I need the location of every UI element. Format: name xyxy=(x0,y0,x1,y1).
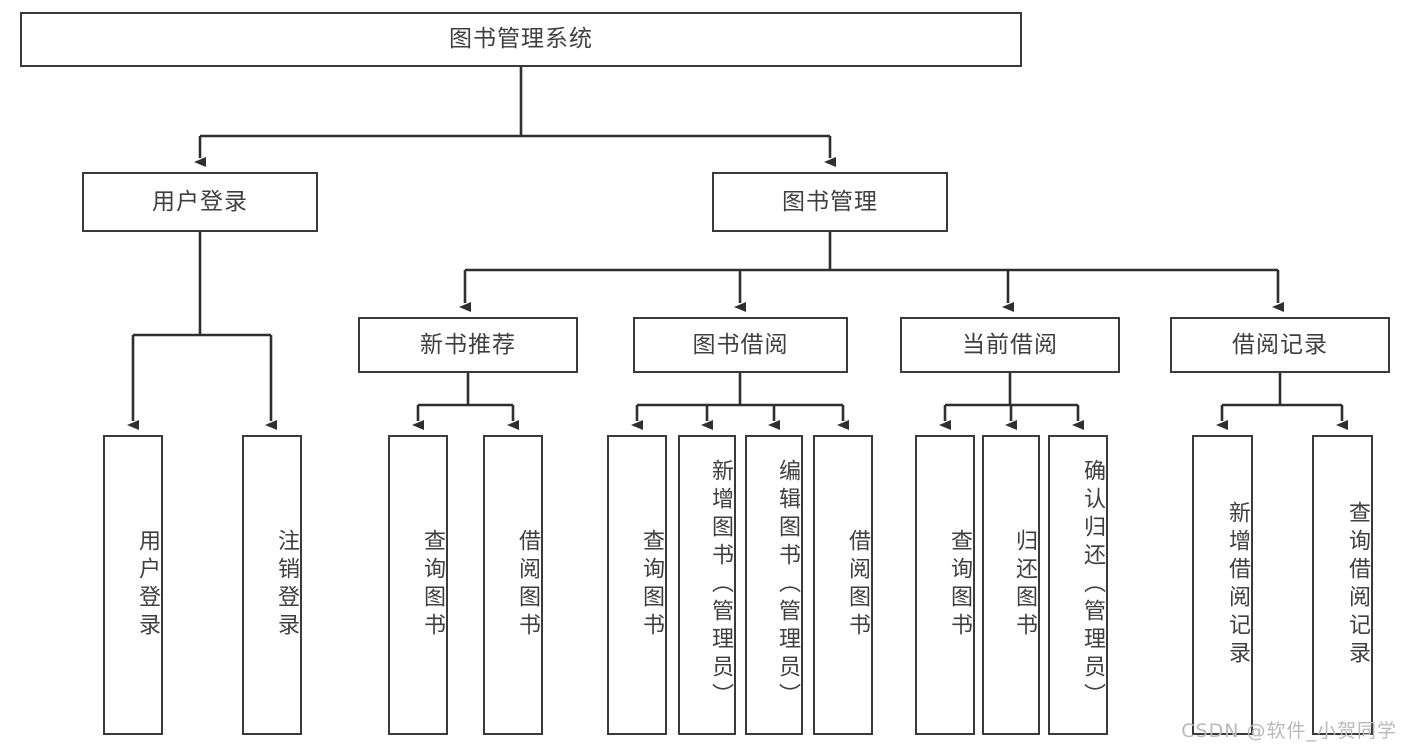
node-label: 用户登录 xyxy=(152,188,248,215)
node-label: 图书管理系统 xyxy=(449,26,593,53)
node-book-borrow[interactable]: 图书借阅 xyxy=(633,317,848,373)
node-label: 查询图书 xyxy=(947,529,972,641)
leaf-current-borrow-query-book[interactable]: 查询图书 xyxy=(915,435,975,735)
node-label: 借阅图书 xyxy=(845,529,870,641)
node-root-book-management-system[interactable]: 图书管理系统 xyxy=(20,12,1022,67)
leaf-user-login-login[interactable]: 用户登录 xyxy=(103,435,163,735)
leaf-new-book-query-book[interactable]: 查询图书 xyxy=(388,435,448,735)
leaf-borrow-record-query-record[interactable]: 查询借阅记录 xyxy=(1312,435,1373,735)
leaf-new-book-borrow-book[interactable]: 借阅图书 xyxy=(483,435,543,735)
node-label: 新增图书（管理员） xyxy=(708,459,733,711)
csdn-watermark: CSDN @软件_小贺同学 xyxy=(1181,720,1397,742)
node-label: 查询图书 xyxy=(639,529,664,641)
node-borrow-record[interactable]: 借阅记录 xyxy=(1170,317,1390,373)
leaf-current-borrow-confirm-return-admin[interactable]: 确认归还（管理员） xyxy=(1048,435,1108,735)
node-label: 图书借阅 xyxy=(692,331,789,358)
node-label: 借阅图书 xyxy=(515,529,540,641)
node-label: 确认归还（管理员） xyxy=(1080,459,1105,711)
node-label: 编辑图书（管理员） xyxy=(775,459,800,711)
node-label: 用户登录 xyxy=(135,529,160,641)
node-label: 归还图书 xyxy=(1012,529,1037,641)
node-label: 图书管理 xyxy=(782,188,878,215)
leaf-book-borrow-edit-book-admin[interactable]: 编辑图书（管理员） xyxy=(745,435,803,735)
node-user-login[interactable]: 用户登录 xyxy=(82,172,318,232)
leaf-book-borrow-query-book[interactable]: 查询图书 xyxy=(607,435,667,735)
node-label: 当前借阅 xyxy=(962,331,1058,358)
node-current-borrow[interactable]: 当前借阅 xyxy=(900,317,1120,373)
node-new-book-recommend[interactable]: 新书推荐 xyxy=(358,317,578,373)
node-label: 新书推荐 xyxy=(420,331,516,358)
node-label: 查询图书 xyxy=(420,529,445,641)
leaf-book-borrow-add-book-admin[interactable]: 新增图书（管理员） xyxy=(678,435,736,735)
node-book-management[interactable]: 图书管理 xyxy=(712,172,948,232)
node-label: 注销登录 xyxy=(274,529,299,641)
leaf-user-login-logout[interactable]: 注销登录 xyxy=(242,435,302,735)
node-label: 新增借阅记录 xyxy=(1225,501,1250,669)
node-label: 借阅记录 xyxy=(1232,331,1328,358)
leaf-borrow-record-add-record[interactable]: 新增借阅记录 xyxy=(1192,435,1253,735)
node-label: 查询借阅记录 xyxy=(1345,501,1370,669)
leaf-book-borrow-borrow-book[interactable]: 借阅图书 xyxy=(813,435,873,735)
leaf-current-borrow-return-book[interactable]: 归还图书 xyxy=(982,435,1040,735)
